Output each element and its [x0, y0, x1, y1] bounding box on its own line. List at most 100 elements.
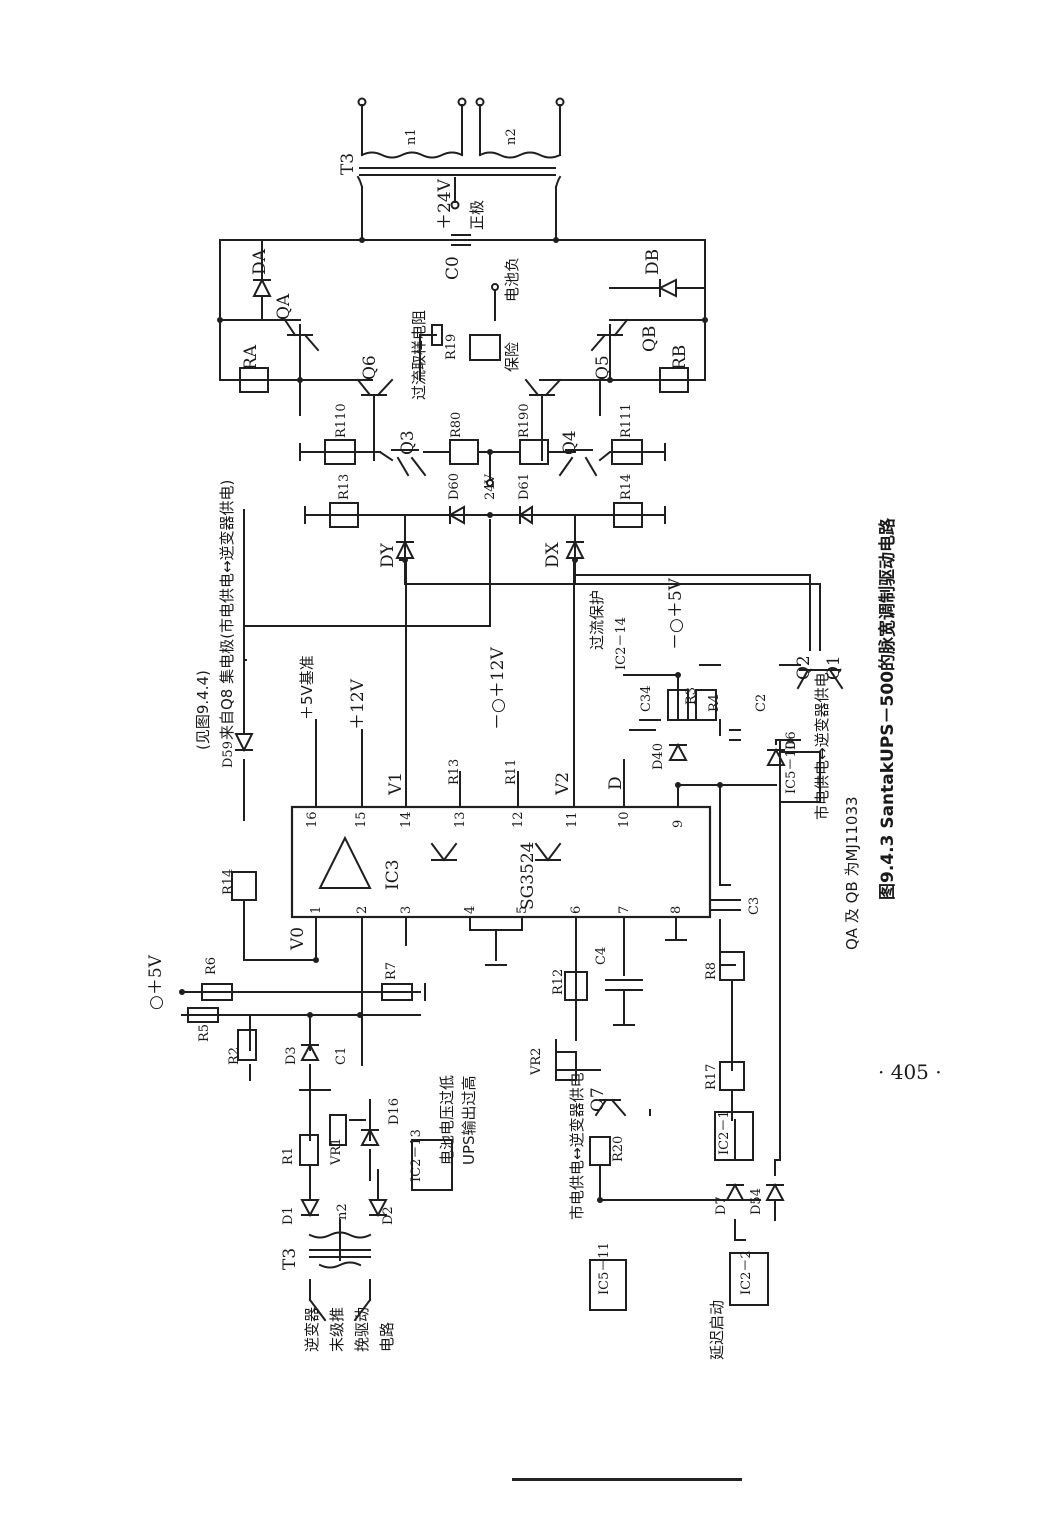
label-24v: 24V: [483, 474, 498, 500]
pin-10: 10: [617, 811, 632, 828]
ic-transistor-a: [430, 842, 458, 862]
pin-11: 11: [565, 811, 580, 828]
label-qa: QA: [274, 293, 294, 320]
pin-5: 5: [515, 905, 530, 914]
label-ups-out: UPS输出过高: [460, 1075, 478, 1165]
label-r2: R2: [227, 1046, 242, 1065]
label-r12: R12: [551, 968, 566, 995]
label-db: DB: [643, 248, 663, 275]
label-over-res: 过流取样电阻: [410, 309, 428, 400]
label-plus24v: ＋24V: [435, 179, 455, 230]
label-c34: C34: [639, 685, 654, 713]
label-q7: Q7: [588, 1087, 608, 1112]
label-qb: QB: [640, 325, 660, 352]
pin-9: 9: [671, 819, 686, 828]
label-batlow: 电池电压过低: [438, 1074, 456, 1165]
label-ic2-1: IC2－1: [717, 1110, 732, 1155]
label-r6: R6: [204, 956, 219, 975]
label-from-q8: 来自Q8 集电极(市电供电↔逆变器供电): [218, 479, 236, 740]
label-v1: V1: [386, 771, 406, 795]
label-d16: D16: [387, 1098, 402, 1125]
pin-6: 6: [569, 905, 584, 914]
label-t3b: T3: [280, 1247, 300, 1270]
ic-transistor-b: [534, 842, 562, 862]
ic-part: SG3524: [518, 841, 538, 911]
label-n2b: n2: [335, 1203, 350, 1220]
label-zheng-ji: 正极: [468, 199, 486, 230]
label-d59: D59: [221, 741, 236, 768]
label-r80: R80: [449, 411, 464, 438]
t3-primary-n1: [360, 151, 464, 159]
label-q6: Q6: [360, 355, 380, 380]
ic-sg3524-body: [290, 805, 712, 919]
label-c0: C0: [443, 256, 463, 280]
pin-4: 4: [463, 905, 478, 914]
label-dy: DY: [378, 543, 398, 568]
label-r13a: R13: [337, 473, 352, 500]
label-r20: R20: [611, 1135, 626, 1162]
label-r14b: R14: [221, 868, 236, 895]
label-da: DA: [250, 249, 270, 275]
figure-note: QA 及 QB 为MJ11033: [843, 796, 861, 950]
label-plus5v-ref: ＋5V基准: [298, 655, 316, 720]
label-c2: C2: [754, 693, 769, 712]
t3-primary-n2: [478, 151, 562, 159]
label-r19: R19: [444, 333, 459, 360]
label-inv-drive-2: 末级推: [328, 1306, 346, 1352]
label-ic5-10: IC5－10: [784, 741, 799, 794]
label-fuse: 保险: [503, 341, 521, 372]
pin-2: 2: [355, 905, 370, 914]
label-d60: D60: [447, 473, 462, 500]
label-rb: RB: [670, 344, 690, 370]
label-ic2-2: IC2－2: [739, 1250, 754, 1295]
pin-12: 12: [511, 811, 526, 828]
label-r190: R190: [517, 403, 532, 438]
label-r3: R3: [684, 686, 699, 705]
label-r7: R7: [384, 961, 399, 980]
label-see-fig: (见图9.4.4): [194, 670, 212, 750]
label-ra: RA: [241, 344, 261, 370]
label-vr1: VR1: [329, 1137, 344, 1165]
label-plus12v-b: －○＋12V: [488, 647, 508, 730]
label-d40: D40: [651, 743, 666, 770]
label-d54: D54: [749, 1188, 764, 1215]
label-delay-start: 延迟启动: [708, 1299, 726, 1360]
label-q4: Q4: [560, 430, 580, 455]
label-r11: R11: [504, 758, 519, 785]
pin-7: 7: [617, 905, 632, 914]
label-r13b: R13: [447, 758, 462, 785]
label-inv-drive-4: 电路: [378, 1321, 396, 1352]
figure-caption: 图9.4.3 SantakUPS－500的脉宽调制驱动电路: [878, 517, 898, 900]
label-v2: V2: [553, 771, 573, 795]
label-d-pin: D: [606, 776, 626, 790]
label-plus5v-b: －○＋5V: [666, 578, 686, 650]
label-q3: Q3: [398, 430, 418, 455]
label-ic2-13: IC2－13: [409, 1129, 424, 1182]
label-n2: n2: [504, 128, 519, 145]
label-d2: D2: [381, 1206, 396, 1225]
op-amp-symbol: [318, 835, 372, 889]
label-r14a: R14: [619, 473, 634, 500]
label-r17: R17: [704, 1063, 719, 1090]
page-number: · 405 ·: [878, 1060, 942, 1084]
label-plus12v: ＋12V: [348, 679, 368, 730]
label-q5: Q5: [593, 355, 613, 380]
label-q2: Q2: [794, 655, 814, 680]
pin-13: 13: [453, 811, 468, 828]
label-t3: T3: [338, 152, 358, 175]
label-mains-inv-2: 市电供电↔逆变器供电: [568, 1072, 586, 1220]
label-d7: D7: [714, 1196, 729, 1215]
pin-16: 16: [305, 811, 320, 828]
label-d61: D61: [517, 473, 532, 500]
label-c1: C1: [334, 1046, 349, 1065]
label-q1: Q1: [824, 655, 844, 680]
label-inv-drive-3: 挽驱动: [353, 1306, 371, 1352]
label-r1: R1: [281, 1146, 296, 1165]
label-r5: R5: [197, 1023, 212, 1042]
label-v0: V0: [288, 926, 308, 950]
label-c3: C3: [747, 896, 762, 915]
label-r110: R110: [334, 403, 349, 438]
label-r8: R8: [704, 961, 719, 980]
